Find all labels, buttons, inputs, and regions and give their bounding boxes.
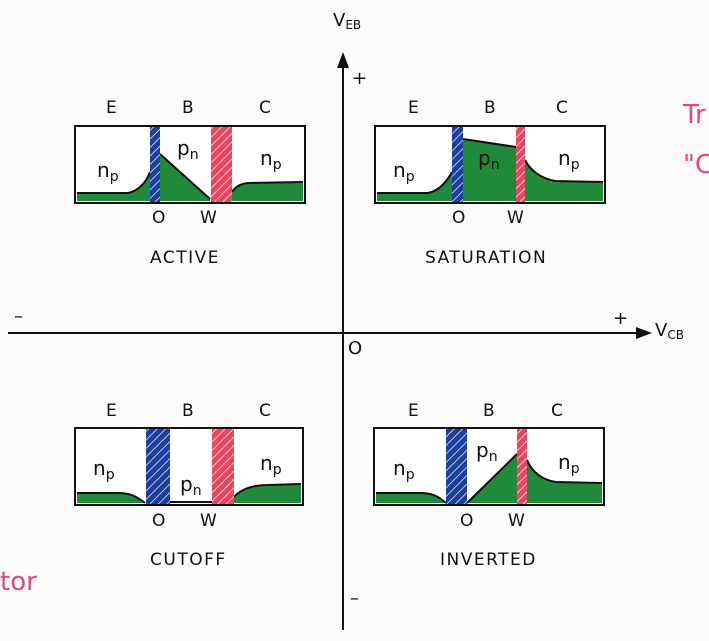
y-axis-plus-sign: + <box>352 68 368 89</box>
y-axis-arrow <box>337 52 349 68</box>
saturation-collector-profile <box>525 160 603 201</box>
cutoff-base-region-label: pn <box>180 472 202 499</box>
inverted-emitter-junction <box>446 429 467 504</box>
inverted-label-w: W <box>508 511 526 531</box>
inverted-collector-region-label: np <box>558 450 580 477</box>
inverted-collector-profile <box>527 460 602 503</box>
saturation-base-region-label: pn <box>478 146 500 173</box>
inverted-panel <box>373 427 605 506</box>
active-label-c: C <box>259 98 272 118</box>
cutoff-caption: CUTOFF <box>150 550 227 570</box>
margin-text-top-2: "C <box>683 150 709 180</box>
cutoff-label-c: C <box>259 401 272 421</box>
margin-text-top-1: Tr <box>683 100 706 130</box>
saturation-emitter-junction <box>452 127 463 202</box>
active-label-w: W <box>200 208 218 228</box>
x-axis-minus-sign: – <box>14 306 23 327</box>
inverted-collector-junction <box>517 429 527 504</box>
cutoff-emitter-region-label: np <box>93 456 115 483</box>
saturation-collector-region-label: np <box>558 146 580 173</box>
saturation-label-e: E <box>408 98 420 118</box>
inverted-label-b: B <box>483 401 496 421</box>
cutoff-emitter-profile <box>77 493 145 503</box>
saturation-collector-junction <box>516 127 525 202</box>
active-emitter-junction <box>150 127 160 202</box>
cutoff-collector-region-label: np <box>260 451 282 478</box>
active-collector-profile <box>232 182 303 201</box>
y-axis-label: VEB <box>333 10 362 32</box>
cutoff-label-b: B <box>182 401 195 421</box>
saturation-emitter-region-label: np <box>393 158 415 185</box>
active-base-region-label: pn <box>177 136 199 163</box>
inverted-label-o: O <box>460 511 475 531</box>
active-label-o: O <box>152 208 167 228</box>
saturation-label-c: C <box>556 98 569 118</box>
active-label-b: B <box>182 98 195 118</box>
inverted-label-e: E <box>408 401 420 421</box>
x-axis-arrow <box>636 327 652 339</box>
cutoff-panel <box>74 427 304 506</box>
saturation-caption: SATURATION <box>425 248 548 268</box>
active-collector-junction <box>211 127 232 202</box>
active-label-e: E <box>106 98 118 118</box>
inverted-base-region-label: pn <box>476 438 498 465</box>
saturation-panel <box>374 125 606 204</box>
active-emitter-region-label: np <box>97 158 119 185</box>
y-axis-minus-sign: – <box>350 588 359 609</box>
active-panel <box>74 125 306 204</box>
saturation-label-w: W <box>507 208 525 228</box>
inverted-emitter-region-label: np <box>393 456 415 483</box>
cutoff-collector-profile <box>234 484 301 503</box>
active-caption: ACTIVE <box>150 248 220 268</box>
active-collector-region-label: np <box>260 146 282 173</box>
cutoff-collector-junction <box>212 429 234 504</box>
saturation-label-o: O <box>452 208 467 228</box>
cutoff-label-o: O <box>152 511 167 531</box>
saturation-base-profile <box>463 139 516 201</box>
inverted-caption: INVERTED <box>440 550 537 570</box>
cutoff-label-e: E <box>106 401 118 421</box>
cutoff-label-w: W <box>200 511 218 531</box>
origin-label: O <box>348 338 363 359</box>
cutoff-emitter-junction <box>146 429 170 504</box>
margin-text-bottom: tor <box>0 567 37 597</box>
saturation-label-b: B <box>484 98 497 118</box>
inverted-label-c: C <box>551 401 564 421</box>
x-axis-plus-sign: + <box>613 308 629 329</box>
x-axis-label: VCB <box>655 320 684 342</box>
inverted-emitter-profile <box>376 493 446 503</box>
